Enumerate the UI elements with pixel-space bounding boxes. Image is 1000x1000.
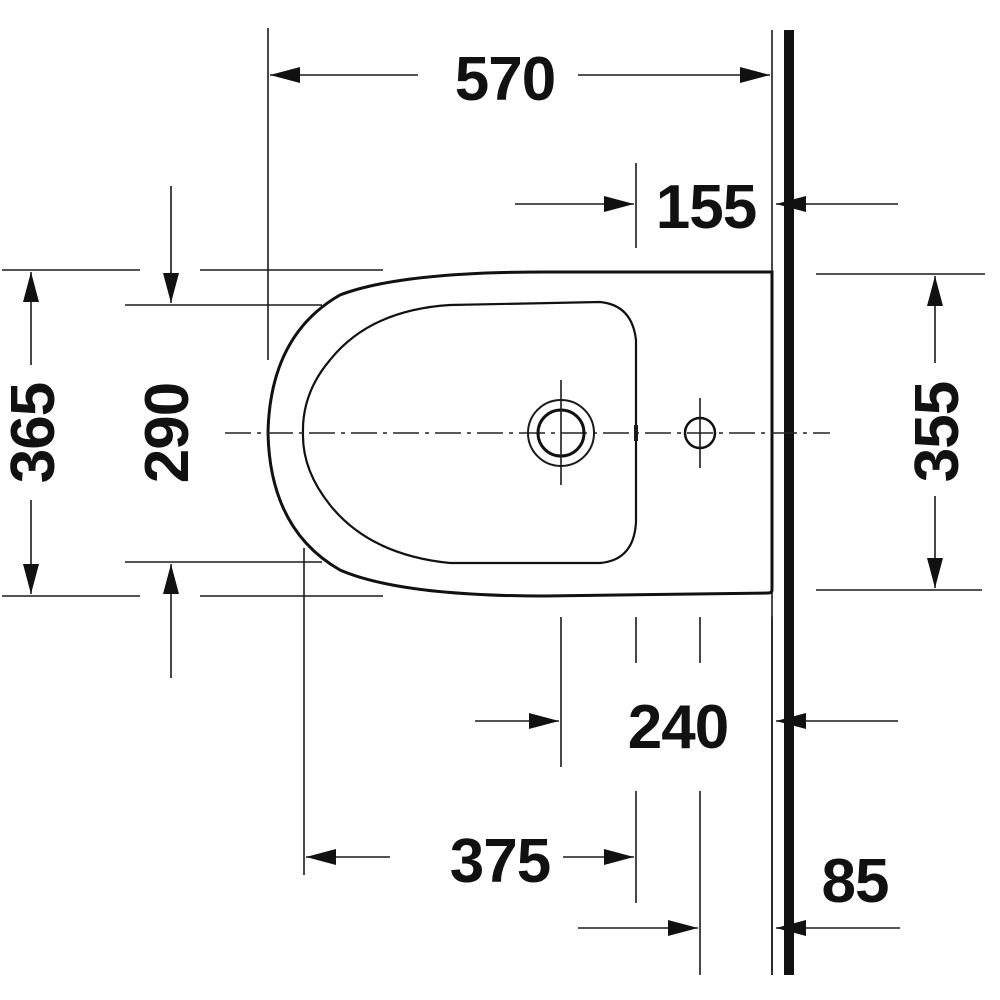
- drain-hole-icon: [527, 380, 595, 485]
- dim-label-570: 570: [455, 45, 555, 114]
- dim-label-85: 85: [822, 847, 889, 916]
- dimension-365: 365: [0, 269, 383, 597]
- dimension-85: 85: [578, 847, 900, 936]
- bidet-outline: [266, 270, 774, 598]
- dim-label-365: 365: [0, 383, 68, 483]
- dimension-155: 155: [515, 163, 898, 248]
- tap-hole-icon: [683, 398, 717, 468]
- dim-label-355: 355: [903, 382, 972, 482]
- dim-label-240: 240: [628, 693, 728, 762]
- dim-label-155: 155: [656, 173, 756, 242]
- dimension-240: 240: [475, 617, 898, 975]
- dimension-290: 290: [125, 186, 322, 875]
- dim-label-290: 290: [133, 383, 202, 483]
- wall: [771, 30, 794, 975]
- dimension-570: 570: [267, 28, 770, 360]
- dim-label-375: 375: [450, 827, 550, 896]
- dimension-375: 375: [306, 791, 701, 975]
- dimension-355: 355: [816, 273, 985, 591]
